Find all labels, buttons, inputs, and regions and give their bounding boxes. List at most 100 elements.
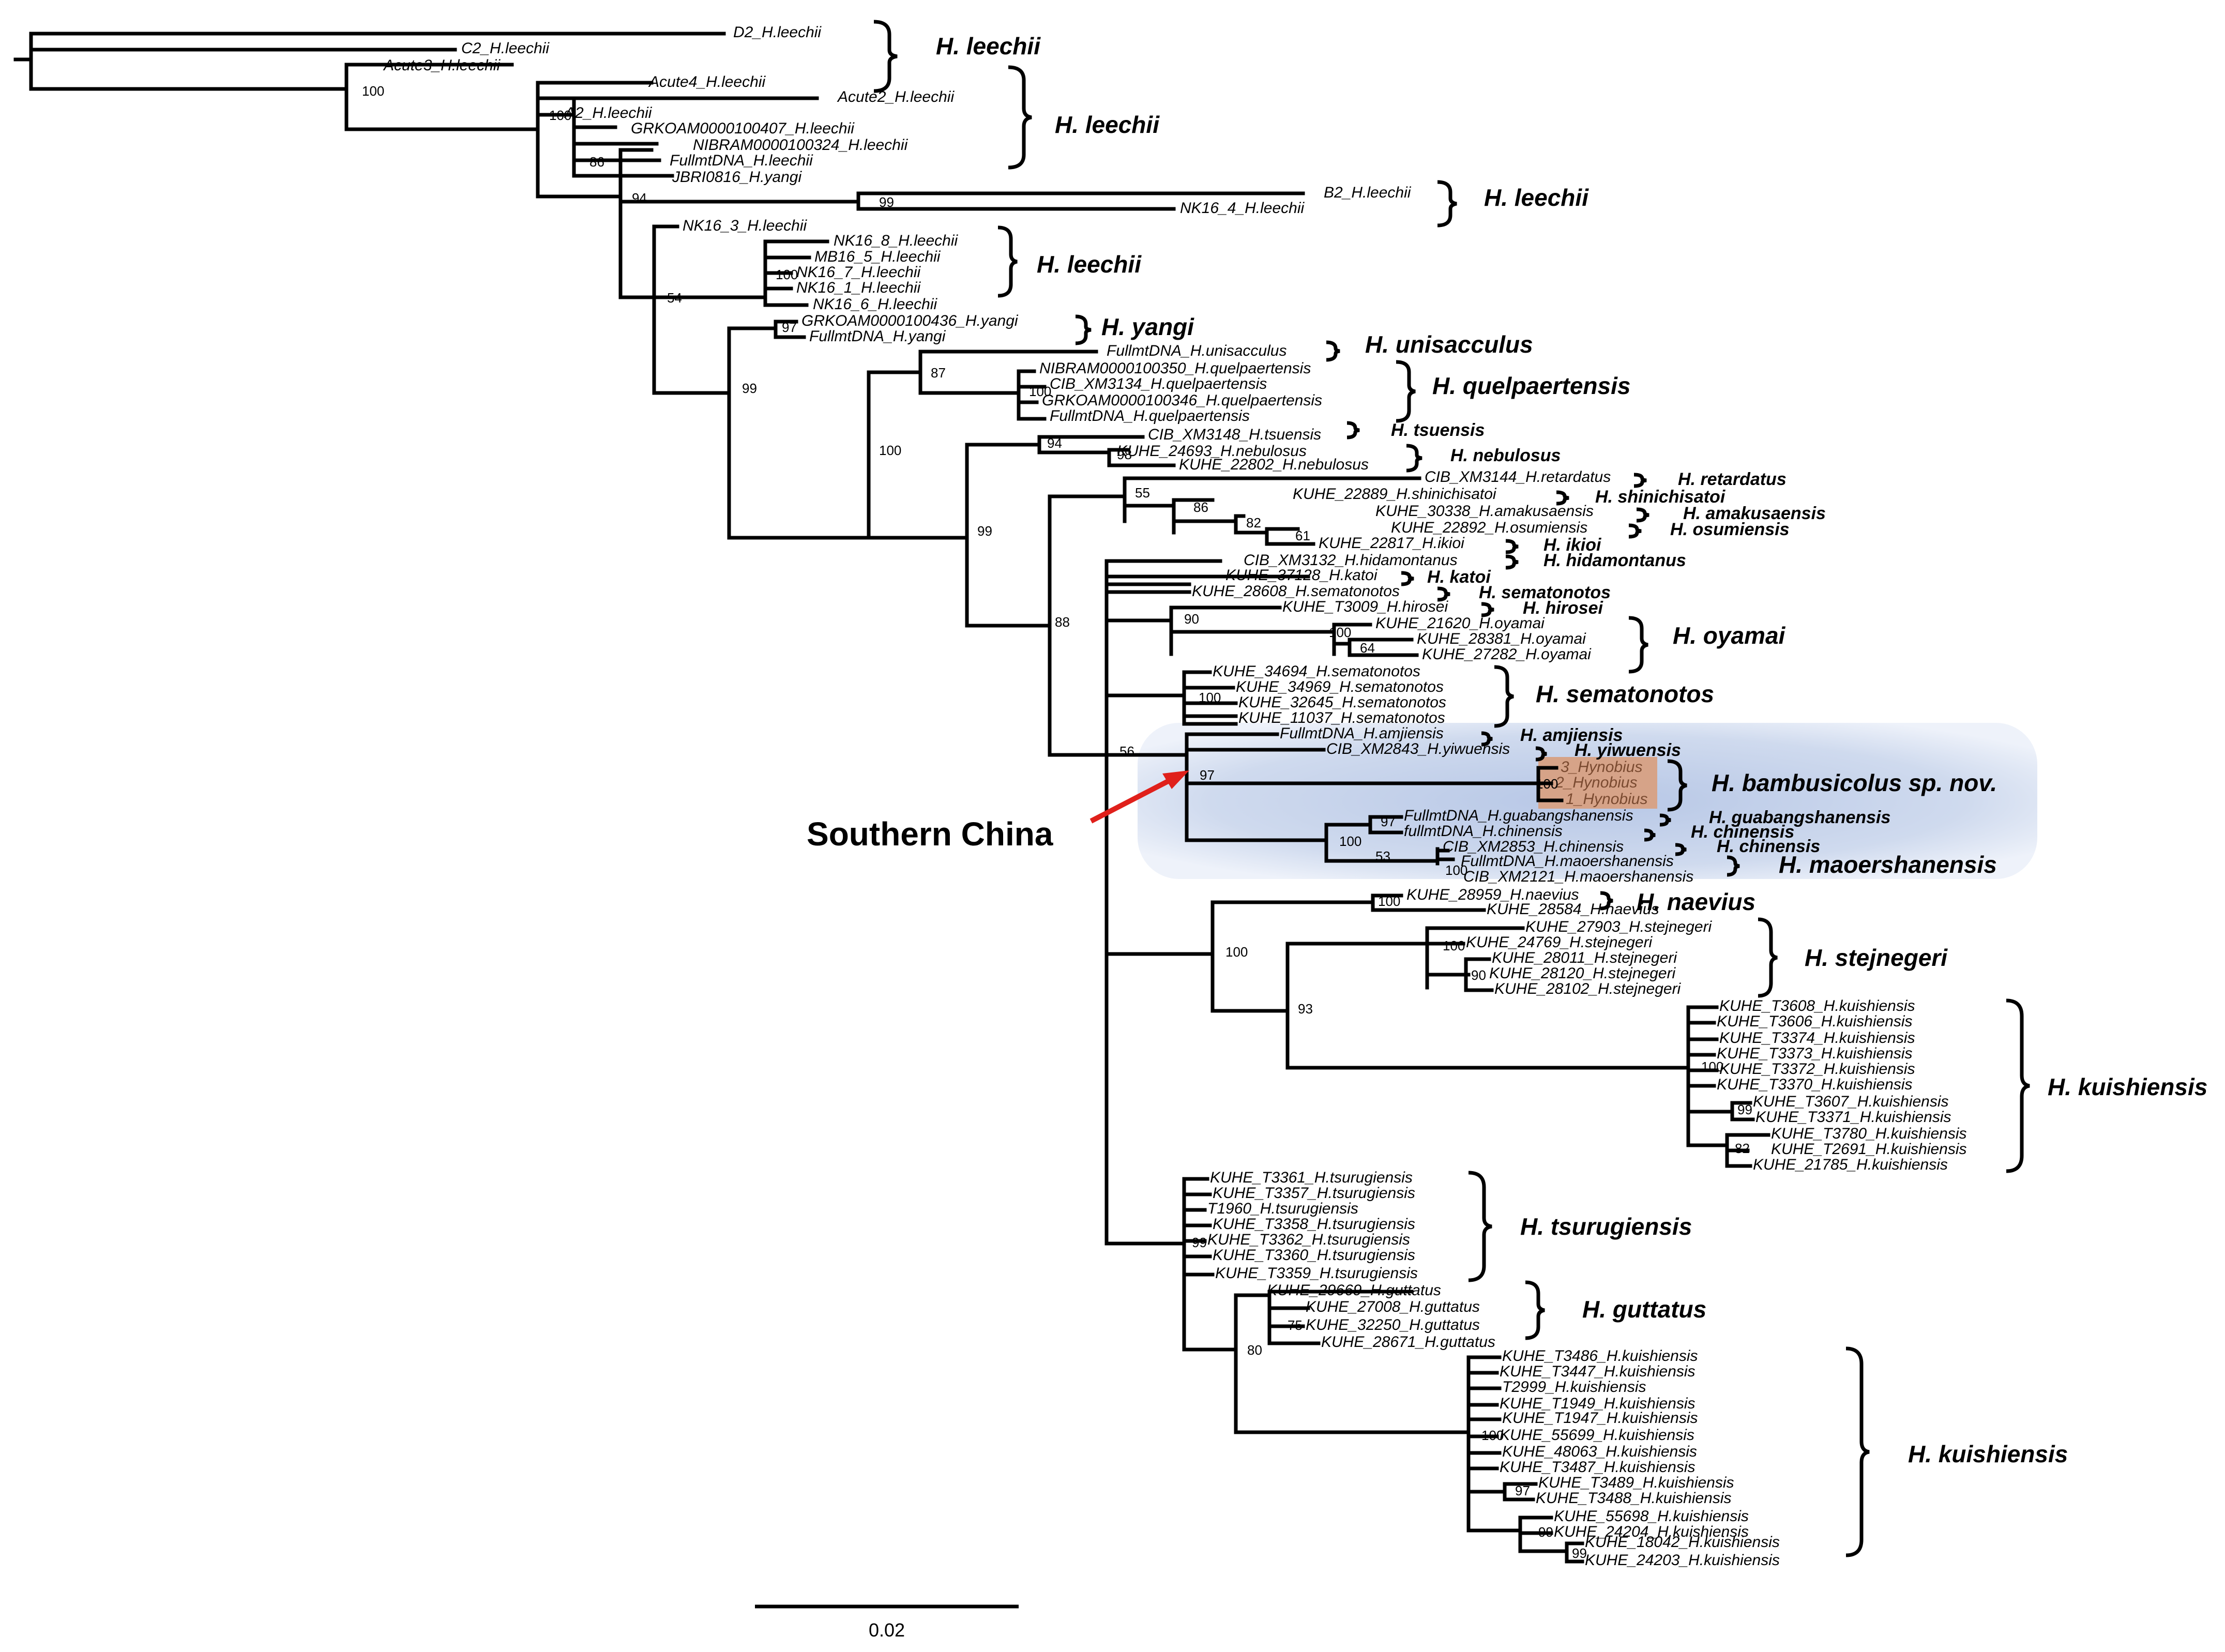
support-value: 100: [1536, 776, 1558, 792]
support-value: 94: [632, 190, 647, 206]
tip-label: KUHE_32645_H.sematonotos: [1238, 694, 1446, 711]
support-value: 64: [1360, 640, 1375, 656]
tip-label: CIB_XM2853_H.chinensis: [1443, 838, 1624, 855]
tip-label: KUHE_32250_H.guttatus: [1306, 1316, 1480, 1333]
tip-label: KUHE_28011_H.stejnegeri: [1492, 949, 1677, 966]
tree-branches: [13, 32, 1770, 1564]
support-value: 97: [782, 320, 797, 335]
tip-label: CIB_XM3144_H.retardatus: [1425, 468, 1611, 486]
clade-label: H. leechii: [1484, 184, 1589, 211]
tip-label: KUHE_22802_H.nebulosus: [1179, 456, 1369, 473]
support-value: 100: [879, 443, 901, 458]
tip-label: KUHE_11037_H.sematonotos: [1238, 709, 1445, 726]
tip-label: KUHE_T3372_H.kuishiensis: [1719, 1060, 1915, 1078]
clade-label: H. chinensis: [1717, 837, 1820, 856]
tip-label: FullmtDNA_H.yangi: [809, 328, 946, 345]
support-value: 93: [1298, 1001, 1313, 1017]
tip-label: A2_H.leechii: [564, 104, 653, 122]
tip-label: GRKOAM0000100407_H.leechii: [631, 120, 855, 137]
support-value: 54: [667, 290, 682, 306]
support-value: 75: [1288, 1317, 1303, 1333]
tip-label: MB16_5_H.leechii: [814, 248, 941, 265]
tip-label: 3_Hynobius: [1561, 759, 1642, 776]
southern-china-annotation: Southern China: [807, 770, 1189, 853]
tip-label: KUHE_30338_H.amakusaensis: [1375, 503, 1594, 520]
support-value: 86: [1193, 499, 1208, 515]
tip-label: JBRI0816_H.yangi: [672, 169, 802, 186]
tip-labels: D2_H.leechii C2_H.leechii Acute3_H.leech…: [383, 24, 1967, 1569]
support-value: 86: [589, 154, 604, 170]
clade-label: H. sematonotos: [1536, 680, 1714, 707]
tip-label: KUHE_34694_H.sematonotos: [1213, 663, 1420, 680]
tip-label: KUHE_T3362_H.tsurugiensis: [1207, 1231, 1410, 1248]
scale-bar-label: 0.02: [869, 1619, 905, 1641]
tip-label: KUHE_21620_H.oyamai: [1375, 615, 1545, 632]
tip-label: KUHE_22889_H.shinichisatoi: [1293, 486, 1497, 503]
tip-label: KUHE_27903_H.stejnegeri: [1525, 918, 1713, 935]
tip-label: KUHE_T1947_H.kuishiensis: [1502, 1409, 1698, 1427]
tip-label: FullmtDNA_H.quelpaertensis: [1050, 407, 1250, 425]
tip-label: T2999_H.kuishiensis: [1502, 1378, 1646, 1396]
clade-label: H. nebulosus: [1450, 446, 1561, 465]
clade-label: H. amjiensis: [1520, 725, 1623, 745]
tip-label: KUHE_T1949_H.kuishiensis: [1500, 1395, 1696, 1412]
support-value: 55: [1135, 485, 1150, 501]
clade-label: H. guttatus: [1582, 1296, 1706, 1323]
tip-label: KUHE_28584_H.naevius: [1487, 901, 1659, 918]
support-value: 100: [1445, 862, 1467, 878]
tip-label: KUHE_28671_H.guttatus: [1321, 1333, 1495, 1351]
support-value: 99: [1572, 1545, 1587, 1561]
tip-label: KUHE_24203_H.kuishiensis: [1585, 1552, 1780, 1569]
clade-label: H. leechii: [1055, 111, 1160, 138]
tip-label: CIB_XM3134_H.quelpaertensis: [1050, 375, 1267, 392]
tip-label: KUHE_28120_H.stejnegeri: [1489, 965, 1676, 982]
tip-label: KUHE_T3361_H.tsurugiensis: [1210, 1169, 1413, 1186]
clade-label: H. quelpaertensis: [1432, 372, 1630, 399]
tip-label: KUHE_27008_H.guttatus: [1306, 1298, 1480, 1315]
support-value: 100: [1443, 938, 1465, 953]
tip-label: KUHE_T3358_H.tsurugiensis: [1213, 1216, 1415, 1233]
clade-label: H. stejnegeri: [1805, 944, 1948, 971]
clade-label: H. yangi: [1101, 313, 1194, 340]
support-value: 100: [1225, 944, 1248, 960]
tip-label: KUHE_24204_H.kuishiensis: [1554, 1523, 1749, 1540]
tip-label: KUHE_21785_H.kuishiensis: [1753, 1156, 1948, 1173]
tip-label: KUHE_55698_H.kuishiensis: [1554, 1508, 1749, 1525]
support-value: 99: [1538, 1524, 1553, 1540]
support-value: 99: [742, 381, 757, 396]
clade-label: H. shinichisatoi: [1595, 487, 1726, 507]
support-value: 87: [931, 365, 946, 381]
tip-label: KUHE_T3373_H.kuishiensis: [1717, 1045, 1913, 1062]
support-value: 97: [1515, 1483, 1530, 1498]
clade-label: H. osumiensis: [1670, 520, 1790, 539]
region-label: Southern China: [807, 815, 1053, 853]
tip-label: FullmtDNA_H.unisacculus: [1107, 342, 1286, 359]
support-value: 80: [1247, 1342, 1262, 1358]
tip-label: NK16_7_H.leechii: [796, 264, 921, 281]
support-value: 100: [776, 267, 798, 282]
clade-label: H. ikioi: [1543, 535, 1602, 555]
tip-label: KUHE_T3489_H.kuishiensis: [1538, 1474, 1734, 1491]
tip-label: Acute2_H.leechii: [837, 88, 955, 105]
scale-bar: 0.02: [755, 1604, 1019, 1641]
support-value: 99: [1737, 1102, 1752, 1117]
support-value: 100: [549, 108, 571, 123]
tip-label: KUHE_T3371_H.kuishiensis: [1755, 1109, 1951, 1126]
tip-label: CIB_XM3148_H.tsuensis: [1148, 426, 1321, 443]
tip-label: KUHE_T3374_H.kuishiensis: [1719, 1029, 1915, 1047]
clade-label: H. hirosei: [1523, 598, 1603, 618]
support-value: 100: [1339, 833, 1361, 849]
clade-label: H. retardatus: [1678, 469, 1787, 489]
support-value: 90: [1471, 967, 1486, 983]
clade-label: H. amakusaensis: [1683, 504, 1826, 523]
tip-label: fullmtDNA_H.chinensis: [1404, 823, 1563, 840]
tip-label: KUHE_28381_H.oyamai: [1417, 630, 1586, 647]
tip-label: NIBRAM0000100324_H.leechii: [693, 137, 909, 154]
tip-label: KUHE_24693_H.nebulosus: [1117, 443, 1307, 460]
clade-label: H. hidamontanus: [1543, 551, 1686, 570]
clade-label: H. leechii: [936, 33, 1041, 59]
clade-label: H. leechii: [1037, 251, 1142, 278]
red-arrow-head-icon: [1162, 770, 1189, 789]
tip-label: KUHE_T3607_H.kuishiensis: [1753, 1093, 1949, 1110]
